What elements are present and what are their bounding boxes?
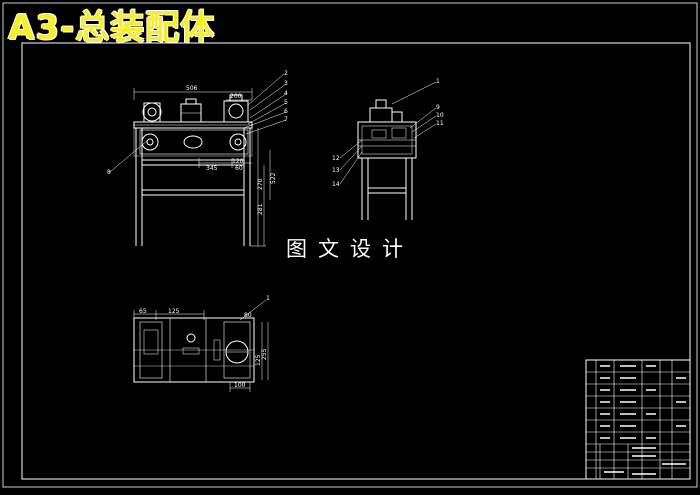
balloon-side-11: 11 [436, 120, 444, 127]
dim-front-bottom-left: 345 [206, 165, 218, 172]
side-view-labels: 1 9 10 11 12 13 14 [332, 78, 444, 188]
drawing-title: A3-总装配体 [8, 8, 216, 48]
dim-plan-bottom: 100 [234, 382, 246, 389]
plan-view [133, 299, 269, 392]
dim-front-bottom-small: 60 [235, 165, 243, 172]
dim-front-height-1: 270 [257, 178, 264, 190]
title-block [585, 359, 691, 480]
side-view [339, 81, 437, 220]
front-view [109, 73, 287, 247]
dim-front-bottom-mid: 120 [232, 158, 244, 165]
dim-plan-top-right: 80 [244, 312, 252, 319]
balloon-side-10: 10 [436, 112, 444, 119]
dim-plan-right-h2: 125 [255, 354, 262, 366]
balloon-front-8: 8 [107, 169, 111, 176]
front-view-labels: 506 200 345 60 120 270 522 281 2 3 4 5 6… [107, 70, 288, 215]
dim-front-height-2: 522 [270, 172, 277, 184]
inner-border [21, 42, 691, 480]
dim-front-height-3: 281 [257, 203, 264, 215]
dim-plan-mid: 125 [168, 308, 180, 315]
dim-front-top-right: 200 [230, 93, 242, 100]
balloon-side-13: 13 [332, 167, 340, 174]
balloon-front-6: 6 [284, 108, 288, 115]
balloon-front-5: 5 [284, 99, 288, 106]
watermark-text: 图文设计 [286, 237, 414, 261]
balloon-front-4: 4 [284, 90, 288, 97]
plan-view-labels: 65 125 80 255 125 100 1 [139, 295, 270, 389]
balloon-plan-1: 1 [266, 295, 270, 302]
balloon-front-2: 2 [284, 70, 288, 77]
dim-plan-right-h1: 255 [261, 348, 268, 360]
balloon-front-7: 7 [284, 116, 288, 123]
dim-plan-left: 65 [139, 308, 147, 315]
outer-border [2, 2, 698, 488]
balloon-side-12: 12 [332, 155, 340, 162]
balloon-front-3: 3 [284, 80, 288, 87]
balloon-side-9: 9 [436, 104, 440, 111]
balloon-side-1: 1 [436, 78, 440, 85]
balloon-side-14: 14 [332, 181, 340, 188]
dim-front-width: 506 [186, 85, 198, 92]
